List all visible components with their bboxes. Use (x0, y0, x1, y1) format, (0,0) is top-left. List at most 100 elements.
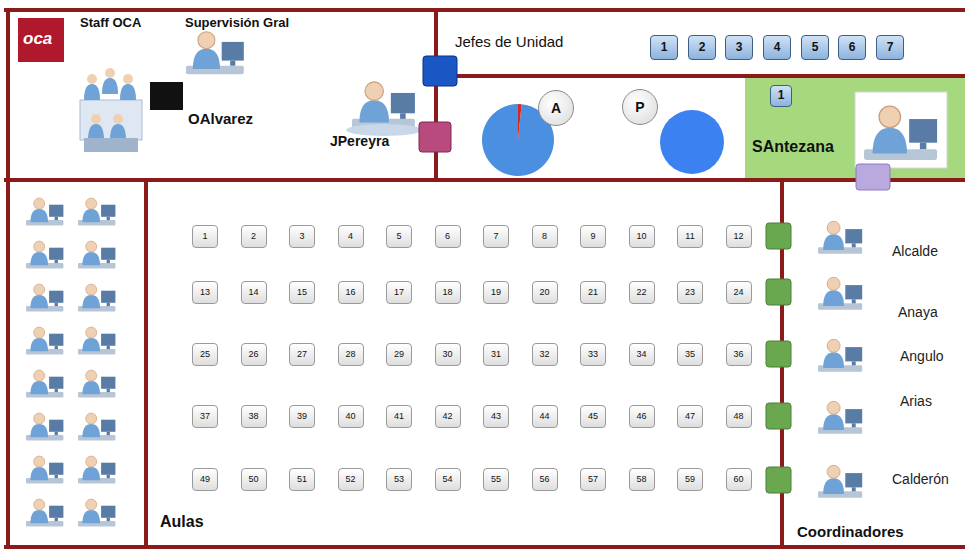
person-name: OAlvarez (188, 110, 253, 127)
classroom-box: 1 (192, 225, 218, 248)
person-icon (26, 284, 63, 312)
box-label: 17 (394, 287, 404, 297)
box-label: 31 (491, 349, 501, 359)
classroom-box: 49 (192, 468, 218, 491)
body (82, 252, 100, 265)
unit-button: 1 (770, 85, 792, 107)
body (82, 381, 100, 394)
head (827, 465, 840, 478)
box-label: 41 (394, 411, 404, 421)
monitor (49, 377, 63, 389)
box-label: 47 (685, 411, 695, 421)
body (30, 510, 48, 523)
classroom-box: 10 (629, 225, 655, 248)
classroom-box: 4 (338, 225, 364, 248)
box-label: 4 (348, 231, 353, 241)
box-label: 28 (345, 349, 355, 359)
head (86, 241, 97, 252)
person-icon (78, 456, 115, 484)
box-label: P (635, 99, 644, 115)
body (82, 424, 100, 437)
monitor (49, 420, 63, 432)
box-label: 48 (733, 411, 743, 421)
head (827, 277, 840, 290)
box-label: 34 (636, 349, 646, 359)
status-square (766, 341, 791, 367)
frame-line (4, 8, 965, 12)
box-label: 44 (539, 411, 549, 421)
classroom-box: 47 (677, 405, 703, 428)
box-label: 7 (493, 231, 498, 241)
box-label: 49 (200, 474, 210, 484)
box-label: 54 (442, 474, 452, 484)
head (86, 327, 97, 338)
box-label: 5 (812, 41, 819, 55)
box-label: 9 (590, 231, 595, 241)
classroom-box: 38 (241, 405, 267, 428)
box-label: 35 (685, 349, 695, 359)
person-name: Angulo (900, 348, 944, 364)
head (113, 114, 123, 124)
monitor (101, 334, 115, 346)
person-icon (88, 114, 104, 140)
supervisor-panel: SAntezana1 (745, 78, 965, 178)
monitor-stand (107, 303, 110, 306)
body (823, 290, 844, 306)
box-label: 27 (297, 349, 307, 359)
monitor-stand (55, 346, 58, 349)
head (86, 413, 97, 424)
panel-ground (745, 78, 965, 178)
status-circle: P (622, 89, 658, 125)
classroom-box: 42 (435, 405, 461, 428)
box-label: 1 (778, 89, 785, 103)
classroom-box: 17 (386, 281, 412, 304)
box-label: 18 (442, 287, 452, 297)
person-icon (78, 370, 115, 398)
body (102, 78, 118, 94)
monitor (909, 119, 937, 143)
logo-text: oca (23, 29, 52, 49)
head (86, 284, 97, 295)
frame-line (6, 8, 10, 549)
box-label: 30 (442, 349, 452, 359)
body (30, 338, 48, 351)
classroom-box: 24 (726, 281, 752, 304)
box-label: 52 (345, 474, 355, 484)
box-label: 16 (345, 287, 355, 297)
box-label: 21 (588, 287, 598, 297)
monitor-stand (852, 243, 856, 247)
classroom-box: 18 (435, 281, 461, 304)
box-label: 13 (200, 287, 210, 297)
head (86, 198, 97, 209)
classroom-box: 33 (580, 343, 606, 366)
unit-heads-band: Jefes de Unidad1234567 (438, 10, 965, 76)
monitor-stand (852, 299, 856, 303)
body (30, 467, 48, 480)
box-label: 2 (251, 231, 256, 241)
body (823, 234, 844, 250)
box-label: 57 (588, 474, 598, 484)
classroom-box: 45 (580, 405, 606, 428)
monitor (49, 248, 63, 260)
monitor-stand (55, 432, 58, 435)
person-icon (120, 74, 136, 100)
monitor-stand (107, 260, 110, 263)
person-name: Anaya (898, 304, 938, 320)
monitor (845, 473, 862, 487)
classroom-box: 37 (192, 405, 218, 428)
head (827, 401, 840, 414)
box-label: 25 (200, 349, 210, 359)
body (82, 510, 100, 523)
box-label: 37 (200, 411, 210, 421)
box-label: A (551, 100, 561, 116)
body (88, 124, 104, 140)
classroom-box: 41 (386, 405, 412, 428)
classroom-box: 55 (483, 468, 509, 491)
box-label: 1 (661, 41, 668, 55)
person-icon (864, 106, 937, 160)
box-label: 40 (345, 411, 355, 421)
person-icon (818, 401, 862, 434)
person-icon (818, 221, 862, 254)
classroom-box: 15 (289, 281, 315, 304)
